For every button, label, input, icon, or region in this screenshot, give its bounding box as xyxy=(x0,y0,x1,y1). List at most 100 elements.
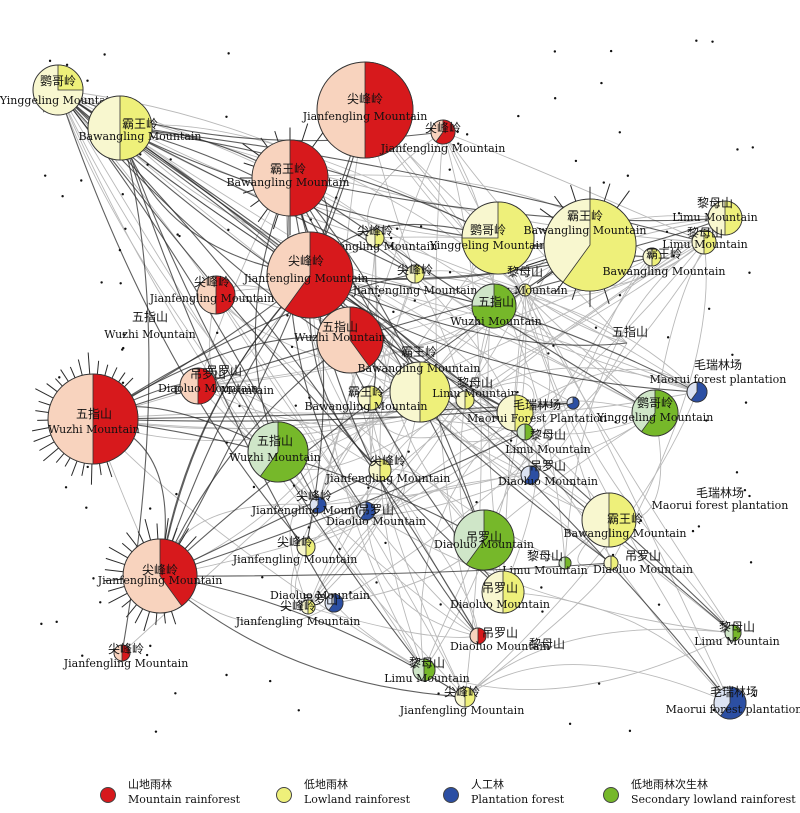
edge-spike xyxy=(87,352,91,375)
minor-node-dot xyxy=(574,159,578,163)
edge-spike xyxy=(46,383,58,393)
edge-spike xyxy=(108,546,129,559)
node-pie-slice xyxy=(566,396,580,410)
edge-spike xyxy=(118,372,126,383)
minor-node-dot xyxy=(602,181,605,184)
node-label-cn: 尖峰岭 xyxy=(425,121,461,135)
node-label-cn: 毛瑞林场 xyxy=(513,398,561,412)
minor-node-dot xyxy=(65,63,69,67)
edge xyxy=(159,244,591,577)
node-label-en: Bawangling Mountain xyxy=(357,362,480,375)
minor-node-dot xyxy=(227,228,230,232)
edge-spike xyxy=(60,369,69,382)
legend-swatch xyxy=(603,787,619,803)
node-pie-slice xyxy=(328,593,344,613)
edge xyxy=(524,241,705,292)
node-pie-slice xyxy=(215,275,236,315)
minor-node-dot xyxy=(456,130,459,133)
edge xyxy=(197,385,479,637)
minor-node-dot xyxy=(174,692,177,695)
edge xyxy=(572,402,734,634)
minor-node-dot xyxy=(407,450,410,453)
node-label-cn: 尖峰岭 xyxy=(370,454,406,468)
node-label-en: Diaoluo Mountain xyxy=(158,382,258,395)
minor-node-dot xyxy=(618,131,622,134)
edge xyxy=(514,368,698,414)
edge xyxy=(57,89,504,593)
legend-label-en: Mountain rainforest xyxy=(128,793,241,806)
edge xyxy=(57,89,311,276)
node-label-cn: 黎母山 xyxy=(507,265,543,279)
node-pie-slice xyxy=(651,247,662,267)
edge-spike xyxy=(536,227,547,232)
node-pie-slice xyxy=(732,624,742,642)
node-pie-slice xyxy=(524,465,540,485)
minor-node-dot xyxy=(122,333,125,336)
network-node: 五指山 xyxy=(612,324,648,339)
minor-node-dot xyxy=(40,622,43,626)
edge xyxy=(159,431,526,577)
node-label-en: Jianfengling Mountain xyxy=(97,574,223,587)
node-label-en: Diaoluo Mountain xyxy=(434,538,534,551)
node-label-cn: 霸王岭 xyxy=(270,162,306,176)
minor-node-dot xyxy=(736,148,739,151)
node-pie-slice xyxy=(502,570,525,614)
node-pie-slice xyxy=(610,555,619,571)
minor-node-dot xyxy=(552,344,555,347)
node-label-en: Bawangling Mountain xyxy=(78,130,201,143)
edge-spike xyxy=(105,557,125,566)
edge-spike xyxy=(274,130,279,143)
node-label-en: Diaoluo Mountain xyxy=(270,589,370,602)
minor-node-dot xyxy=(465,133,469,136)
edge xyxy=(414,273,698,393)
minor-node-dot xyxy=(731,353,734,356)
minor-node-dot xyxy=(691,529,695,533)
edge-spike xyxy=(96,360,100,375)
node-pie-slice xyxy=(524,423,534,441)
node-label-cn: 吊罗山 xyxy=(530,459,566,473)
node-pie-slice xyxy=(349,306,384,368)
minor-node-dot xyxy=(58,376,61,379)
legend-label-cn: 低地雨林 xyxy=(304,778,348,791)
edge-spike xyxy=(77,359,83,376)
edge-spike xyxy=(242,189,255,194)
node-label-cn: 尖峰岭 xyxy=(444,685,480,699)
node-label-cn: 尖峰岭 xyxy=(194,275,230,289)
minor-node-dot xyxy=(286,314,289,317)
node-pie-slice xyxy=(259,421,309,483)
legend-label-en: Lowland rainforest xyxy=(304,793,410,806)
legend: 山地雨林 Mountain rainforest 低地雨林 Lowland ra… xyxy=(0,775,800,813)
node-label-en: Bawangling Mountain xyxy=(523,224,646,237)
node-label-cn: 黎母山 xyxy=(529,637,565,651)
minor-node-dot xyxy=(85,506,88,509)
node-pie-slice xyxy=(414,264,425,284)
minor-node-dot xyxy=(413,299,416,302)
minor-node-dot xyxy=(614,420,617,424)
edge-spike xyxy=(257,208,269,223)
edge-spike xyxy=(178,528,190,545)
edge xyxy=(414,270,628,344)
minor-node-dot xyxy=(154,730,158,733)
edge-spike xyxy=(243,162,255,167)
edge xyxy=(464,562,612,698)
minor-node-dot xyxy=(297,709,300,712)
node-label-cn: 霸王岭 xyxy=(567,209,603,223)
node-label-cn: 毛瑞林场 xyxy=(710,685,758,699)
minor-node-dot xyxy=(437,692,440,695)
minor-node-dot xyxy=(384,541,387,545)
edge xyxy=(524,289,731,704)
minor-node-dot xyxy=(626,174,630,177)
minor-node-dot xyxy=(43,174,47,177)
network-node xyxy=(566,396,580,410)
node-pie-slice xyxy=(477,627,487,645)
minor-node-dot xyxy=(712,708,715,712)
edge xyxy=(309,274,698,393)
network-node: 黎母山 xyxy=(529,637,565,651)
node-label-en: Jianfengling Mountain xyxy=(63,657,189,670)
edge-spike xyxy=(554,195,564,209)
minor-node-dot xyxy=(309,218,312,221)
